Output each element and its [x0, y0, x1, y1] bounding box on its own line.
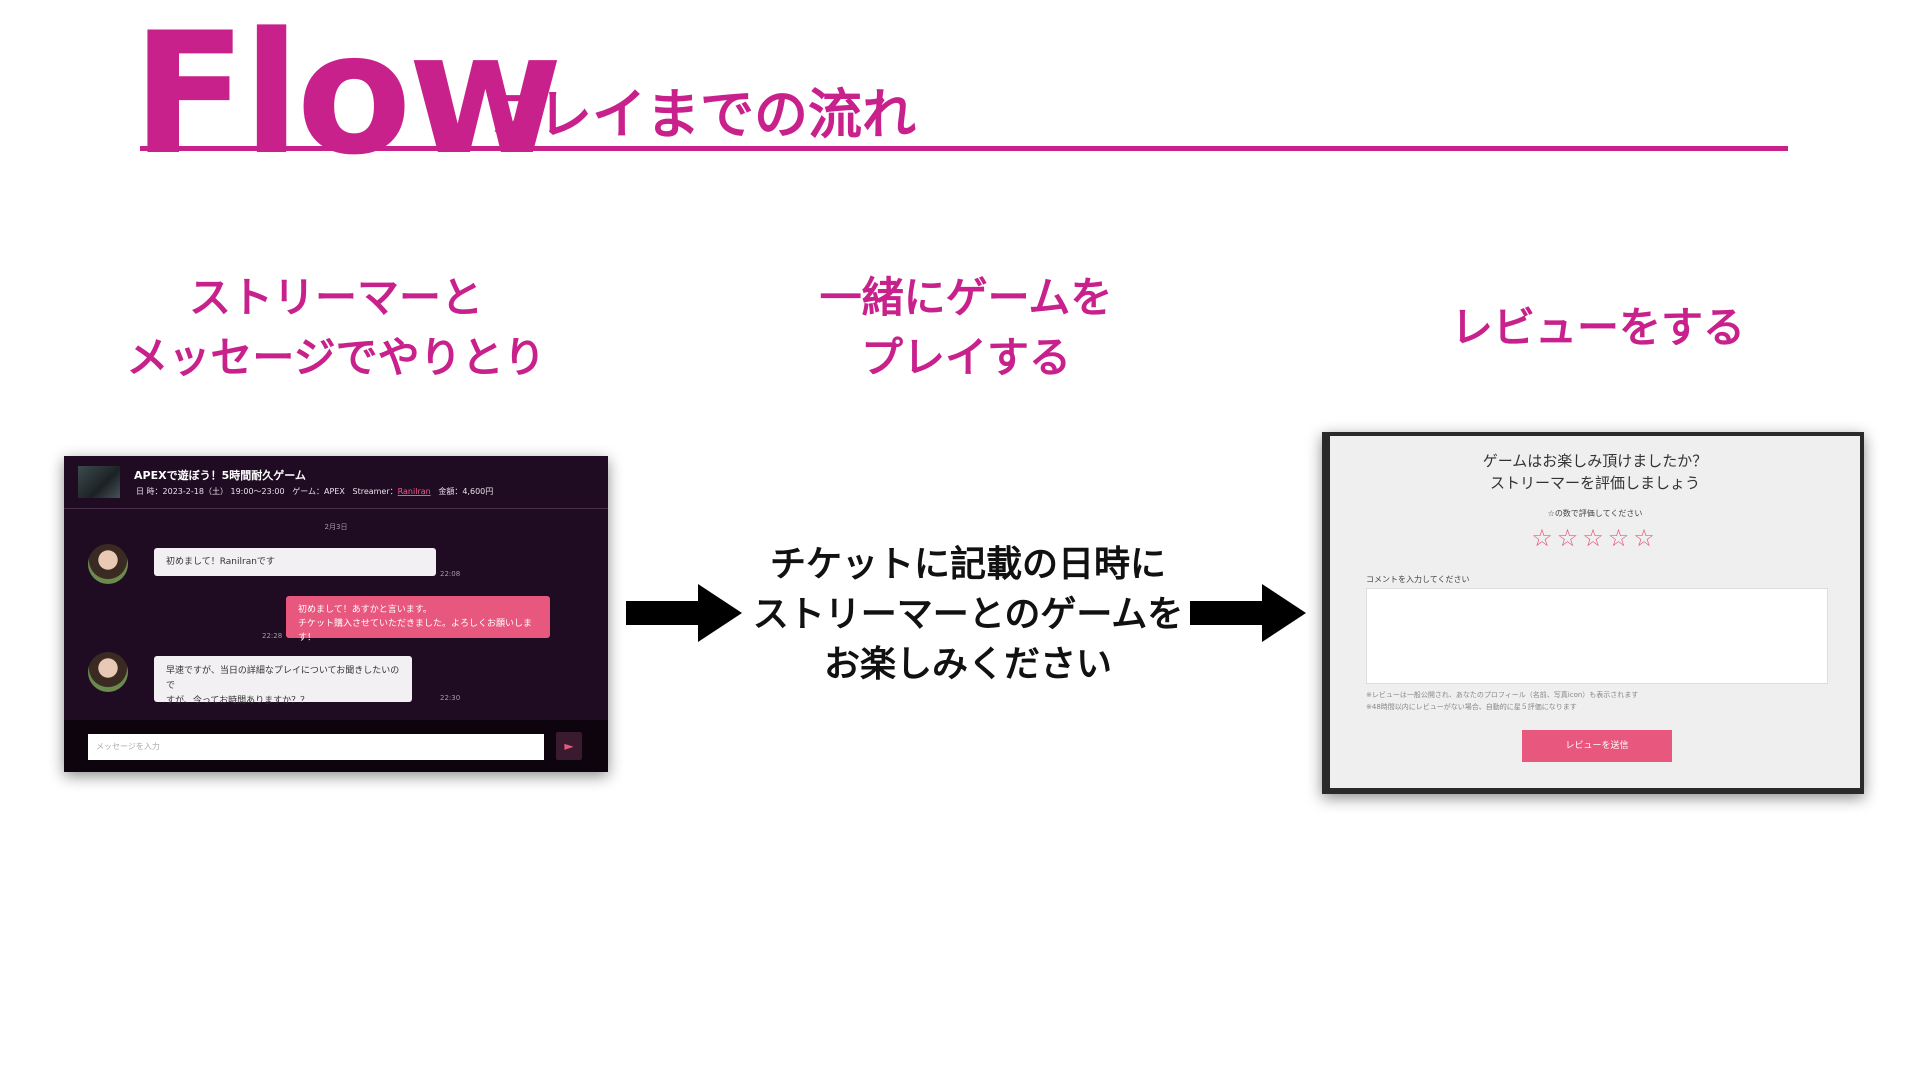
right-arrow-icon — [1190, 584, 1306, 642]
step-1-title: ストリーマーと メッセージでやりとり — [56, 268, 616, 388]
streamer-avatar — [88, 652, 128, 692]
step-2-title: 一緒にゲームを プレイする — [686, 268, 1246, 388]
ticket-game: ゲーム：APEX — [292, 487, 345, 496]
review-note: ※48時間以内にレビューがない場合、自動的に星５評価になります — [1366, 702, 1577, 712]
message-time: 22:08 — [440, 570, 460, 578]
play-line3: お楽しみください — [738, 640, 1198, 690]
message-line: 早速ですが、当日の詳細なプレイについてお聞きしたいので — [166, 664, 400, 694]
review-note: ※レビューは一般公開され、あなたのプロフィール（名前、写真icon）も表示されま… — [1366, 690, 1638, 700]
review-heading: ゲームはお楽しみ頂けましたか？ ストリーマーを評価しましょう — [1330, 450, 1860, 494]
message-bubble-right: 初めまして！あすかと言います。 チケット購入させていただきました。よろしくお願い… — [286, 596, 550, 638]
ticket-price: 金額：4,600円 — [438, 487, 493, 496]
message-bubble-left: 初めまして！Ranilranです — [154, 548, 436, 576]
review-heading-line2: ストリーマーを評価しましょう — [1330, 472, 1860, 494]
review-modal: ゲームはお楽しみ頂けましたか？ ストリーマーを評価しましょう ☆の数で評価してく… — [1330, 436, 1860, 788]
chat-header: APEXで遊ぼう！5時間耐久ゲーム 日 時：2023-2-18（土） 19:00… — [64, 456, 608, 509]
play-line1: チケットに記載の日時に — [738, 540, 1198, 590]
ticket-thumbnail — [78, 466, 120, 498]
star-rating[interactable]: ☆☆☆☆☆ — [1330, 524, 1860, 552]
play-line2: ストリーマーとのゲームを — [738, 590, 1198, 640]
chat-footer: メッセージを入力 ► — [64, 720, 608, 772]
streamer-avatar — [88, 544, 128, 584]
message-line: 初めまして！あすかと言います。 — [298, 603, 538, 617]
step-3-title: レビューをする — [1318, 298, 1878, 358]
message-line: すが、今ってお時間ありますか？？ — [166, 694, 400, 709]
right-arrow-icon — [626, 584, 742, 642]
ticket-date: 日 時：2023-2-18（土） 19:00〜23:00 — [136, 487, 285, 496]
message-input[interactable]: メッセージを入力 — [88, 734, 544, 760]
chat-screenshot: APEXで遊ぼう！5時間耐久ゲーム 日 時：2023-2-18（土） 19:00… — [64, 456, 608, 772]
stars-label: ☆の数で評価してください — [1330, 508, 1860, 519]
message-bubble-left: 早速ですが、当日の詳細なプレイについてお聞きしたいので すが、今ってお時間ありま… — [154, 656, 412, 702]
ticket-title: APEXで遊ぼう！5時間耐久ゲーム — [134, 467, 306, 483]
play-instructions: チケットに記載の日時に ストリーマーとのゲームを お楽しみください — [738, 540, 1198, 690]
submit-review-button[interactable]: レビューを送信 — [1522, 730, 1672, 762]
review-heading-line1: ゲームはお楽しみ頂けましたか？ — [1330, 450, 1860, 472]
step-2-line1: 一緒にゲームを — [686, 268, 1246, 328]
step-1-line2: メッセージでやりとり — [56, 328, 616, 388]
message-time: 22:30 — [440, 694, 460, 702]
date-divider: 2月3日 — [64, 522, 608, 532]
ticket-meta: 日 時：2023-2-18（土） 19:00〜23:00 ゲーム：APEX St… — [136, 486, 493, 497]
comment-label: コメントを入力してください — [1366, 574, 1470, 585]
ticket-streamer-label: Streamer： — [352, 487, 397, 496]
comment-textarea[interactable] — [1366, 588, 1828, 684]
send-arrow-icon: ► — [564, 739, 573, 753]
step-1-line1: ストリーマーと — [56, 268, 616, 328]
streamer-link[interactable]: Ranilran — [398, 487, 431, 496]
message-time: 22:28 — [262, 632, 282, 640]
step-3-line1: レビューをする — [1318, 298, 1878, 358]
header-underline — [140, 146, 1788, 151]
message-line: チケット購入させていただきました。よろしくお願いします！ — [298, 617, 538, 645]
send-button[interactable]: ► — [556, 732, 582, 760]
message-text: 初めまして！Ranilranです — [166, 557, 275, 567]
step-2-line2: プレイする — [686, 328, 1246, 388]
flow-subtitle: プレイまでの流れ — [484, 88, 916, 142]
